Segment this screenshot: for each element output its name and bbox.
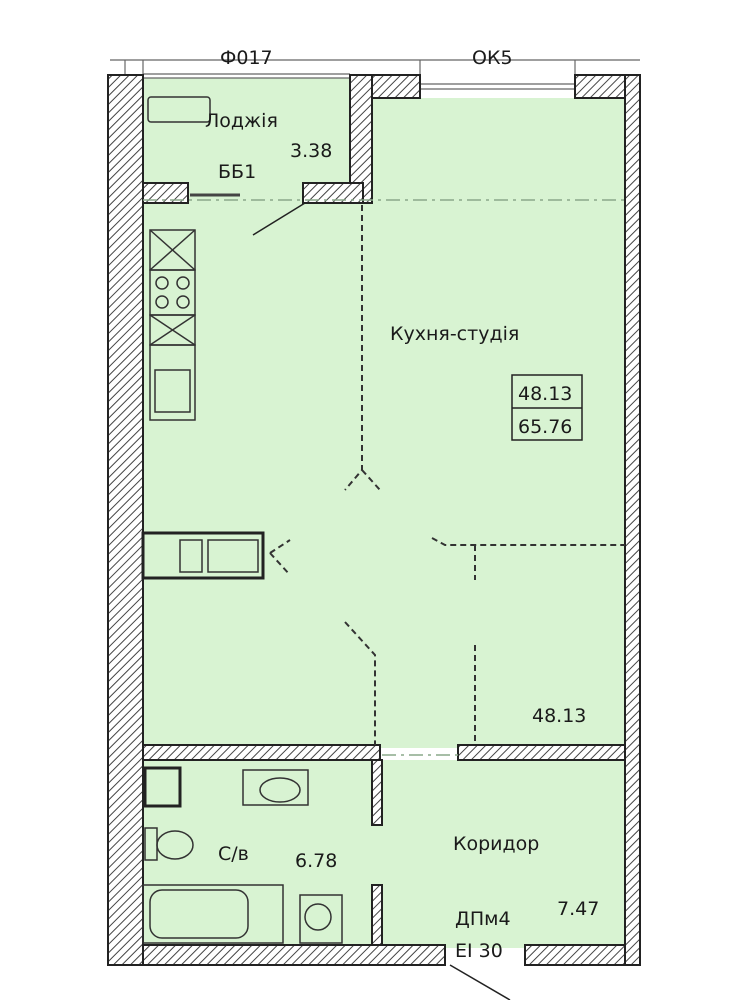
entry-door-tag: ДПм4 <box>455 908 511 930</box>
door-swings <box>269 205 625 745</box>
loggia-name: Лоджія <box>205 110 278 132</box>
loggia-dryer <box>147 96 211 123</box>
entry-door-rating: ЕІ 30 <box>455 940 503 962</box>
kitchen-area: 48.13 <box>532 705 586 727</box>
corridor-area: 7.47 <box>557 898 599 920</box>
corridor-name: Коридор <box>453 833 539 855</box>
top-window-lines <box>110 59 640 90</box>
bathroom-name: С/в <box>218 843 249 865</box>
leader-line <box>449 964 511 1000</box>
loggia-area: 3.38 <box>290 140 332 162</box>
loggia-window-label: Ф017 <box>220 47 273 69</box>
total-area: 65.76 <box>518 416 572 438</box>
kitchen-area-box: 48.13 65.76 <box>511 374 583 441</box>
floor-area <box>143 78 625 948</box>
kitchen-studio-name: Кухня-студія <box>390 323 519 345</box>
leader-line <box>252 202 306 236</box>
walls <box>107 74 641 966</box>
bathroom-fixtures <box>142 766 343 944</box>
fridge-unit <box>141 531 265 580</box>
living-area: 48.13 <box>518 383 572 405</box>
main-window-label: ОК5 <box>472 47 513 69</box>
balcony-door-tag: ББ1 <box>218 161 256 183</box>
bathroom-area: 6.78 <box>295 850 337 872</box>
kitchen-counter <box>149 229 196 421</box>
